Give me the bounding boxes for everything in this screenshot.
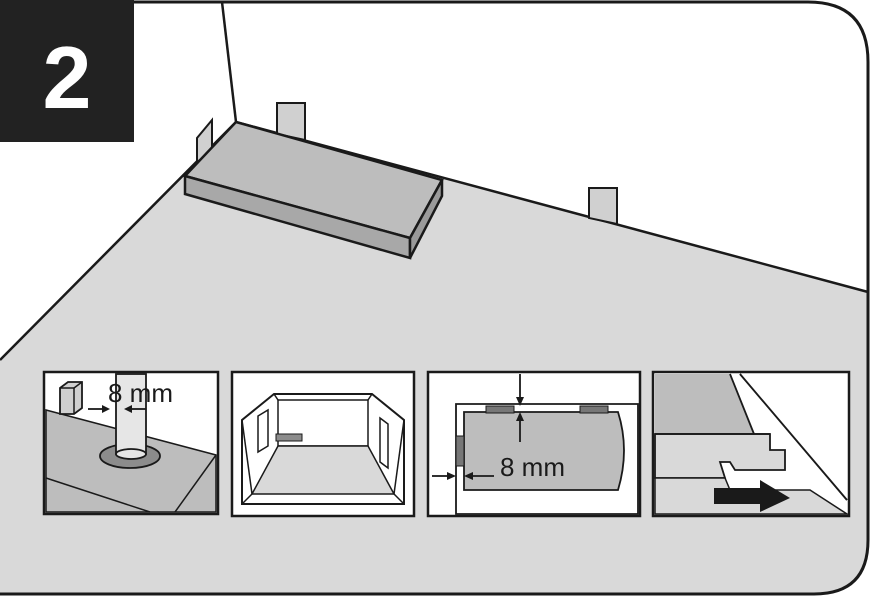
spacer-wedge [588,187,618,226]
panel-wall-gap: 8 mm [426,370,642,518]
panel-room-overview [230,370,416,518]
step-badge: 2 [0,0,134,142]
gap-label: 8 mm [108,378,173,408]
spacer-wedge [276,102,306,142]
panel-plank-joint [651,370,851,518]
step-number: 2 [43,28,92,127]
panel-pipe-gap: 8 mm [42,370,220,516]
push-direction-arrow [714,480,790,512]
wall-corner-edge [220,1,238,123]
gap-label: 8 mm [500,452,565,482]
laminate-plank [182,120,444,260]
back-wall-floor-edge [235,120,869,294]
